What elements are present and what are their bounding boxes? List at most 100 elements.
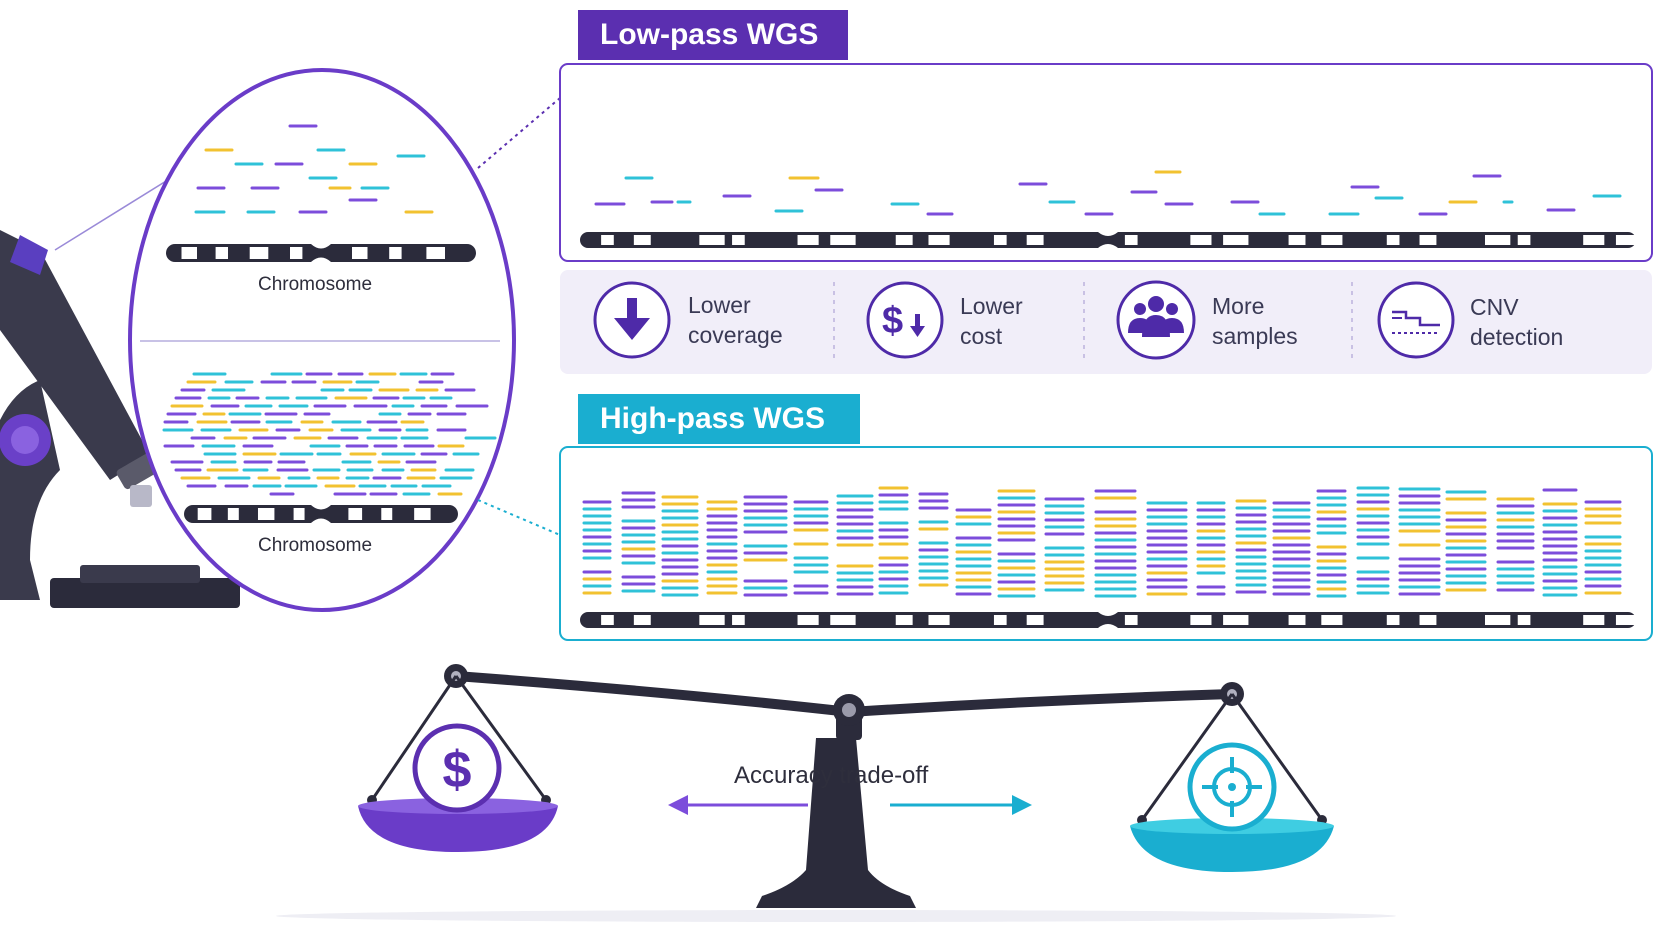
chromosome-bottom: [184, 505, 458, 523]
benefit-lower-cost: Lower cost: [960, 291, 1023, 351]
chromosome-band: [1190, 615, 1212, 625]
target-icon: [1187, 742, 1277, 832]
high-pass-chromosome: [580, 612, 1642, 628]
chromosome-band: [895, 615, 913, 625]
chromosome-band: [601, 615, 614, 625]
chromosome-band: [732, 615, 745, 625]
chromosome-band: [1026, 615, 1044, 625]
chromosome-band: [732, 235, 745, 245]
balance-scale-icon: [358, 664, 1334, 908]
chromosome-band: [699, 615, 725, 625]
people-icon: [1116, 280, 1196, 360]
chromosome-label-bottom: Chromosome: [258, 535, 373, 556]
chromosome-band: [797, 235, 819, 245]
benefit-line: coverage: [688, 322, 783, 348]
benefit-line: More: [1212, 293, 1265, 319]
benefit-more-samples: More samples: [1212, 291, 1298, 351]
chromosome-band: [1386, 615, 1400, 625]
chromosome-band: [197, 508, 212, 520]
chromosome-band: [389, 247, 402, 259]
chromosome-band: [699, 235, 725, 245]
low-pass-connector: [477, 97, 561, 169]
chromosome-band: [1190, 235, 1212, 245]
magnifier-oval-border: [128, 68, 516, 612]
chromosome-band: [1484, 615, 1511, 625]
chromosome-band: [1517, 235, 1531, 245]
chromosome-band: [181, 247, 197, 259]
dollar-icon: $: [412, 723, 502, 813]
trade-off-arrow-right: [890, 795, 1032, 815]
benefit-lower-coverage: Lower coverage: [688, 290, 783, 350]
chromosome-band: [227, 508, 239, 520]
chromosome-band: [830, 235, 856, 245]
chromosome-band: [993, 615, 1007, 625]
chromosome-band: [257, 508, 275, 520]
chromosome-band: [381, 508, 393, 520]
high-pass-connector: [477, 499, 561, 536]
benefit-line: samples: [1212, 323, 1298, 349]
chromosome-band: [293, 508, 305, 520]
down-arrow-icon: [593, 281, 671, 359]
cnv-icon: [1377, 281, 1455, 359]
chromosome-band: [1419, 615, 1437, 625]
trade-off-label: Accuracy trade-off: [734, 762, 929, 789]
chromosome-band: [633, 235, 651, 245]
high-pass-title: High-pass WGS: [578, 394, 860, 444]
chromosome-band: [1484, 235, 1511, 245]
chromosome-band: [1583, 235, 1605, 245]
chromosome-band: [928, 235, 950, 245]
chromosome-band: [1517, 615, 1531, 625]
chromosome-band: [426, 247, 445, 259]
chromosome-top: [166, 244, 476, 262]
benefit-line: cost: [960, 323, 1003, 349]
chromosome-band: [1124, 615, 1138, 625]
low-pass-reads: [594, 170, 1622, 216]
chromosome-band: [1583, 615, 1605, 625]
chromosome-band: [352, 247, 368, 259]
chromosome-band: [1124, 235, 1138, 245]
floor-shadow: [276, 910, 1396, 922]
high-pass-reads: [582, 486, 1622, 598]
chromosome-band: [601, 235, 614, 245]
sparse-reads: [194, 124, 434, 214]
chromosome-band: [215, 247, 228, 259]
chromosome-band: [1223, 235, 1249, 245]
chromosome-band: [290, 247, 303, 259]
chromosome-band: [633, 615, 651, 625]
chromosome-band: [993, 235, 1007, 245]
chromosome-band: [1321, 615, 1343, 625]
chromosome-band: [1288, 615, 1306, 625]
chromosome-band: [249, 247, 269, 259]
chromosome-band: [1419, 235, 1437, 245]
dense-reads: [162, 372, 497, 496]
chromosome-band: [1026, 235, 1044, 245]
chromosome-band: [895, 235, 913, 245]
chromosome-band: [1386, 235, 1400, 245]
low-pass-chromosome: [580, 232, 1642, 248]
dollar-down-icon: $: [866, 281, 944, 359]
microscope-icon: [0, 230, 240, 608]
svg-text:$: $: [882, 300, 903, 342]
benefit-cnv-detection: CNV detection: [1470, 292, 1563, 352]
chromosome-band: [1288, 235, 1306, 245]
svg-text:$: $: [443, 741, 472, 799]
chromosome-label-top: Chromosome: [258, 274, 373, 295]
chromosome-band: [797, 615, 819, 625]
chromosome-band: [928, 615, 950, 625]
benefit-line: Lower: [960, 293, 1023, 319]
low-pass-title: Low-pass WGS: [578, 10, 848, 60]
chromosome-band: [830, 615, 856, 625]
chromosome-band: [1223, 615, 1249, 625]
benefit-line: detection: [1470, 324, 1564, 350]
chromosome-band: [348, 508, 363, 520]
low-pass-panel: [559, 63, 1653, 262]
chromosome-band: [1615, 615, 1642, 625]
chromosome-band: [1321, 235, 1343, 245]
magnifier-content: [140, 124, 500, 523]
chromosome-band: [1615, 235, 1642, 245]
benefit-line: Lower: [688, 292, 751, 318]
trade-off-arrow-left: [668, 795, 808, 815]
chromosome-band: [414, 508, 431, 520]
